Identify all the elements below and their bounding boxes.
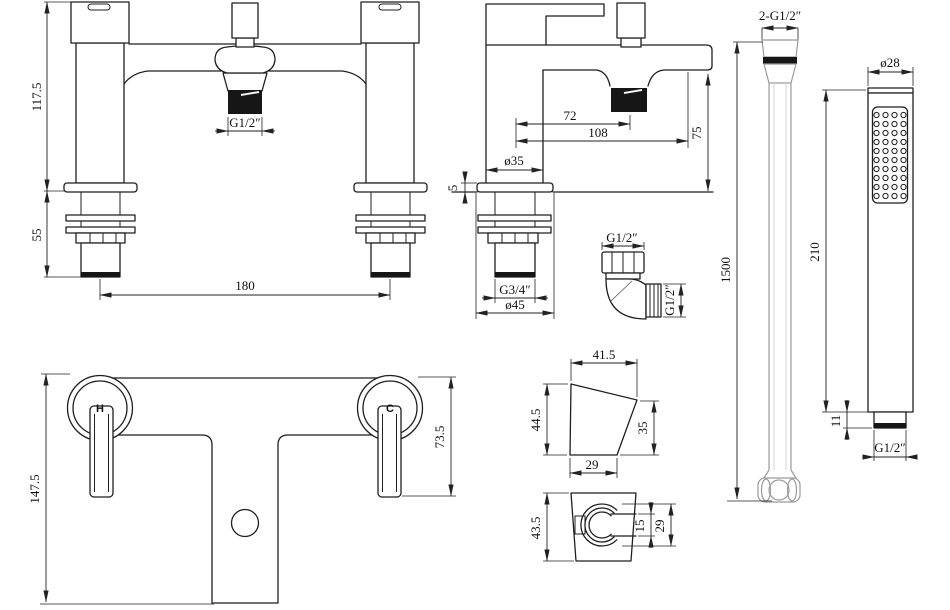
dim-outlet-thread: G1/2″ (229, 115, 260, 130)
deck-flange (63, 182, 138, 193)
dim-inlet-thread: G3/4″ (499, 282, 530, 297)
dim-bracket-front-height: 44.5 (528, 409, 543, 432)
dim-bracket-top-width: 41.5 (593, 347, 616, 362)
outlet-circle (230, 508, 260, 538)
spray-face-plate (871, 106, 909, 204)
dim-slot-width: 15 (632, 520, 647, 533)
dim-elbow-nut-thread: G1/2″ (606, 230, 637, 245)
spray-nozzles (873, 111, 907, 200)
side-view: ø35 5 72 108 75 G3/4″ ø45 (445, 2, 714, 319)
dim-deck-thickness: 5 (445, 185, 460, 192)
cold-lever (377, 405, 402, 498)
dim-hose-end-threads: 2-G1/2″ (759, 8, 801, 23)
dim-hose-length: 1500 (718, 257, 733, 283)
elbow-fitting: G1/2″ G1/2″ (601, 230, 686, 320)
right-pillar (353, 1, 428, 278)
dim-spigot-length: 11 (828, 415, 843, 428)
diverter-outlet (214, 2, 276, 114)
handle-slot (87, 3, 111, 11)
deck-flange (353, 182, 428, 193)
hot-lever (89, 405, 114, 498)
cold-label: C (386, 403, 394, 415)
shower-hose: 2-G1/2″ 1500 (718, 8, 801, 503)
diverter-knob (616, 2, 646, 39)
handset: ø28 210 11 G1/2″ (807, 55, 918, 461)
body-plan (94, 377, 396, 604)
dim-tap-centres: 180 (235, 278, 255, 293)
lever-handle (485, 3, 605, 184)
hose-bottom-nut (757, 477, 801, 503)
hot-label: H (96, 403, 104, 415)
dim-overall-depth: 147.5 (27, 474, 42, 503)
dim-bracket-height: 43.5 (528, 517, 543, 540)
dim-handset-diameter: ø28 (880, 55, 900, 70)
dim-below-deck: 55 (29, 229, 44, 242)
front-view: 117.5 55 180 G1/2″ (29, 1, 428, 300)
hose-top-connector (761, 39, 799, 58)
inlet-tail (370, 242, 411, 278)
dim-body-diameter: ø35 (504, 153, 524, 168)
clip-tab (574, 515, 586, 535)
dim-handle-reach: 73.5 (432, 426, 447, 449)
dim-handset-length: 210 (807, 242, 822, 262)
dim-flange-diameter: ø45 (505, 297, 525, 312)
diverter-knob (231, 2, 259, 39)
deck-flange (476, 182, 554, 193)
dim-handset-thread: G1/2″ (874, 440, 905, 455)
inlet-tail (494, 242, 536, 278)
bracket-profile (569, 383, 638, 456)
plan-view: H C 147.5 73.5 (27, 373, 456, 605)
bracket-front-view: 43.5 15 29 (528, 492, 676, 562)
dim-height-above-deck: 117.5 (29, 83, 44, 112)
front-view-dimensions: 117.5 55 180 G1/2″ (29, 1, 391, 300)
dim-elbow-outlet-thread: G1/2″ (662, 284, 677, 315)
left-pillar (63, 1, 138, 278)
dim-spout-reach: 108 (588, 125, 608, 140)
bracket-side-view: 41.5 44.5 35 29 (528, 347, 659, 478)
side-view-dimensions: ø35 5 72 108 75 G3/4″ ø45 (445, 72, 711, 319)
dim-clip-diameter: 29 (652, 520, 667, 533)
elbow-body (605, 278, 647, 320)
dim-bracket-base-width: 29 (586, 457, 599, 472)
dim-outlet-offset: 72 (564, 108, 577, 123)
spout-outline (485, 44, 713, 87)
clip-outer-arc (580, 503, 618, 547)
dim-bracket-back-height: 35 (635, 422, 650, 435)
inlet-tail (80, 242, 121, 278)
handle-slot (378, 3, 402, 11)
dim-spout-height: 75 (689, 127, 704, 140)
